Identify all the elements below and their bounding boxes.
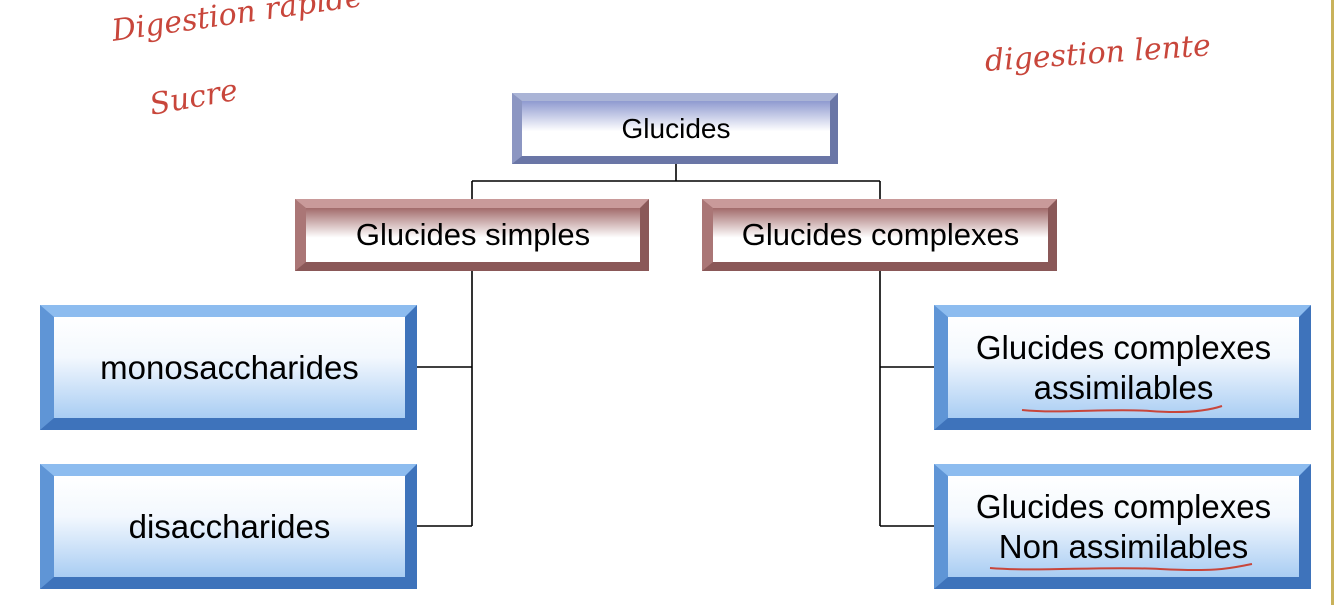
slide-edge [1331, 0, 1334, 605]
node-disaccharides: disaccharides [40, 464, 417, 589]
node-label: Glucides [621, 112, 731, 144]
node-label: monosaccharides [100, 348, 359, 386]
node-label-line2: Non assimilables [998, 527, 1249, 565]
node-label: disaccharides [128, 507, 331, 545]
node-label: Glucides complexes [741, 217, 1020, 253]
node-glucides-simples: Glucides simples [295, 199, 649, 271]
node-label-line1: Glucides complexes [975, 328, 1272, 366]
node-label: Glucides simples [355, 217, 591, 253]
node-complexes-non-assimilables: Glucides complexes Non assimilables [934, 464, 1311, 589]
node-complexes-assimilables: Glucides complexes assimilables [934, 305, 1311, 430]
node-label-line2: assimilables [1033, 368, 1214, 406]
node-glucides-root: Glucides [512, 93, 838, 164]
node-monosaccharides: monosaccharides [40, 305, 417, 430]
node-glucides-complexes: Glucides complexes [702, 199, 1057, 271]
node-label-line1: Glucides complexes [975, 487, 1272, 525]
